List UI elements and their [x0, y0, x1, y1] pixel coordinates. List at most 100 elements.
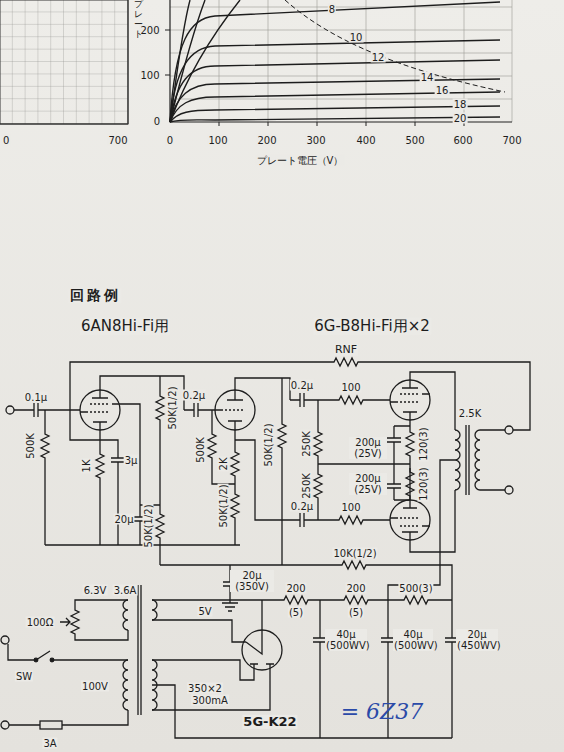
component-value: 3A: [42, 738, 57, 749]
capacitor-symbol: [387, 472, 401, 500]
resistor-symbol: [208, 430, 216, 462]
component-value: 120(3): [418, 466, 429, 501]
power-supply-schematic: [50, 658, 54, 662]
component-value: 500K: [195, 436, 206, 464]
resistor-symbol: [280, 596, 312, 604]
resistor-symbol: [156, 392, 164, 424]
resistor-symbol: [400, 596, 432, 604]
component-value: 500K: [25, 432, 36, 460]
axis-label: プレート電圧（V）: [256, 155, 345, 166]
component-value: 6.3V: [83, 585, 108, 596]
component-value: 100: [340, 502, 361, 513]
amplifier-schematic: [234, 430, 235, 545]
resistor-symbol: [330, 358, 362, 366]
component-value: 0.2μ: [182, 390, 206, 401]
component-value: SW: [15, 671, 33, 682]
tube-symbol: [390, 500, 430, 540]
curve-label: 20: [453, 113, 468, 124]
plate-characteristics-graph: [170, 0, 500, 122]
amplifier-schematic: [100, 430, 118, 545]
component-value: 0.2μ: [290, 501, 314, 512]
component-value: 0.2μ: [290, 380, 314, 391]
output-terminal: [505, 426, 513, 434]
plate-characteristics-graph: [170, 0, 512, 122]
curve-label: 12: [371, 52, 386, 63]
component-value: 40μ (500WV): [325, 629, 367, 651]
plate-characteristics-graph: [170, 117, 500, 122]
amplifier-schematic: [100, 376, 184, 565]
plate-characteristics-graph: [170, 40, 500, 122]
plate-characteristics-graph: [170, 60, 500, 122]
resistor-symbol: [41, 430, 49, 462]
resistor-symbol: [314, 470, 322, 502]
component-value: 10K(1/2): [332, 548, 377, 559]
resistor-symbol: [335, 396, 367, 404]
axis-label: 600: [452, 135, 473, 146]
plate-characteristics-graph: [170, 92, 500, 122]
component-value: (5): [288, 607, 304, 618]
curve-label: 16: [435, 85, 450, 96]
left-graph: [0, 0, 128, 124]
plate-characteristics-graph: [165, 0, 512, 126]
transformer-coil: [455, 430, 460, 490]
component-value: 50K(1/2): [263, 422, 274, 467]
axis-label: 300: [305, 135, 326, 146]
component-value: 40μ (500WV): [393, 629, 433, 651]
component-value: 3μ: [124, 455, 139, 466]
amplifier-schematic: [45, 545, 452, 600]
power-supply-schematic: [1, 585, 459, 738]
curve-label: 10: [349, 32, 364, 43]
power-supply-schematic: [152, 600, 274, 710]
component-value: 250K: [301, 430, 312, 458]
plate-characteristics-graph: [285, 0, 505, 92]
component-value: 200: [285, 583, 306, 594]
tube-heading: 6AN8Hi-Fi用: [80, 318, 170, 335]
component-value: 5V: [197, 606, 212, 617]
amplifier-schematic: [6, 358, 530, 611]
component-value: 100: [340, 382, 361, 393]
amplifier-schematic: [314, 400, 390, 520]
amplifier-schematic: [410, 372, 455, 552]
amplifier-schematic: [394, 426, 410, 500]
axis-label: 0: [2, 135, 10, 146]
axis-label: 700: [107, 135, 128, 146]
resistor-symbol: [406, 468, 414, 500]
resistor-symbol: [335, 516, 367, 524]
power-supply-schematic: [40, 721, 62, 729]
amplifier-schematic: [318, 400, 410, 520]
component-value: 50K(1/2): [218, 483, 229, 528]
axis-label: 0: [153, 116, 161, 127]
component-value: 20μ: [113, 514, 134, 525]
component-value: 350×2: [187, 683, 223, 694]
axis-label: プレート: [133, 0, 144, 40]
component-value: RNF: [334, 344, 358, 356]
transformer-coil: [123, 600, 128, 630]
component-value: 2K: [218, 457, 229, 472]
axis-label: 500: [404, 135, 425, 146]
left-graph: [0, 0, 128, 124]
component-value: 0.1μ: [24, 392, 48, 403]
left-graph: [0, 0, 128, 124]
resistor-symbol: [340, 596, 372, 604]
component-value: 50K(1/2): [143, 503, 154, 548]
plate-characteristics-graph: [170, 0, 512, 122]
plate-characteristics-graph: [170, 2, 500, 122]
component-value: 100Ω: [26, 617, 55, 628]
amplifier-schematic: [70, 362, 530, 490]
plate-characteristics-graph: [170, 79, 500, 122]
curve-label: 18: [453, 99, 468, 110]
resistor-symbol: [96, 450, 104, 482]
transformer-coil: [475, 430, 480, 490]
resistor-symbol: [231, 448, 239, 480]
component-value: 500(3): [398, 583, 433, 594]
component-value: 120(3): [418, 426, 429, 461]
resistor-symbol: [314, 428, 322, 460]
axis-label: 400: [355, 135, 376, 146]
capacitor-symbol: [290, 513, 314, 527]
component-value: 50K(1/2): [167, 385, 178, 430]
axis-label: 200: [256, 135, 277, 146]
output-terminal: [505, 486, 513, 494]
tube-symbol: [80, 390, 120, 430]
amplifier-schematic: [235, 378, 290, 565]
